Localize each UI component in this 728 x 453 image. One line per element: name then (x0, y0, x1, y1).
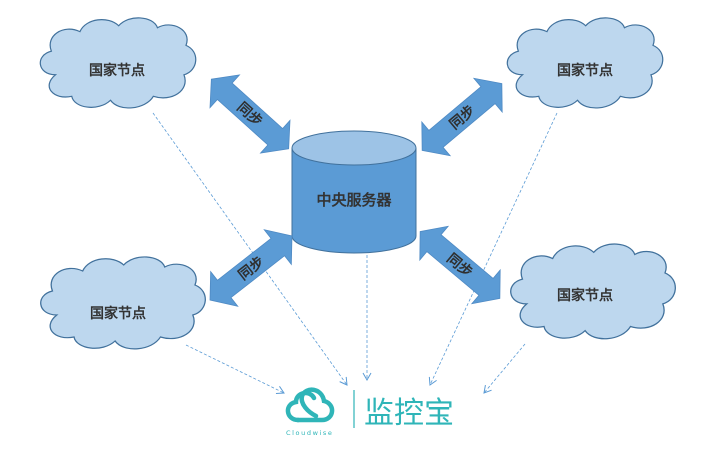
node-label-bottom-left: 国家节点 (90, 305, 146, 322)
dashed-connections (152, 112, 558, 395)
cloud-node-bottom-left (40, 256, 206, 350)
brand-logo: Cloudwise 监控宝 (285, 387, 454, 437)
dashed-line-top-right (428, 112, 558, 386)
sync-arrow-top-right: 同步 (421, 77, 503, 157)
node-label-top-right: 国家节点 (557, 62, 613, 79)
node-label-top-left: 国家节点 (89, 62, 145, 79)
dashed-line-bottom-right (483, 343, 526, 394)
brand-subtitle: Cloudwise (286, 429, 333, 437)
sync-arrow-top-left: 同步 (209, 74, 291, 154)
server-label: 中央服务器 (316, 191, 392, 209)
sync-arrow-bottom-left: 同步 (209, 229, 293, 307)
dashed-line-top-left (152, 112, 348, 386)
cloudwise-logo-icon (285, 387, 335, 423)
sync-arrow-bottom-right: 同步 (419, 225, 501, 305)
node-label-bottom-right: 国家节点 (557, 287, 613, 304)
dashed-line-bottom-left (185, 344, 285, 395)
central-server (291, 130, 417, 254)
brand-name: 监控宝 (364, 396, 454, 431)
